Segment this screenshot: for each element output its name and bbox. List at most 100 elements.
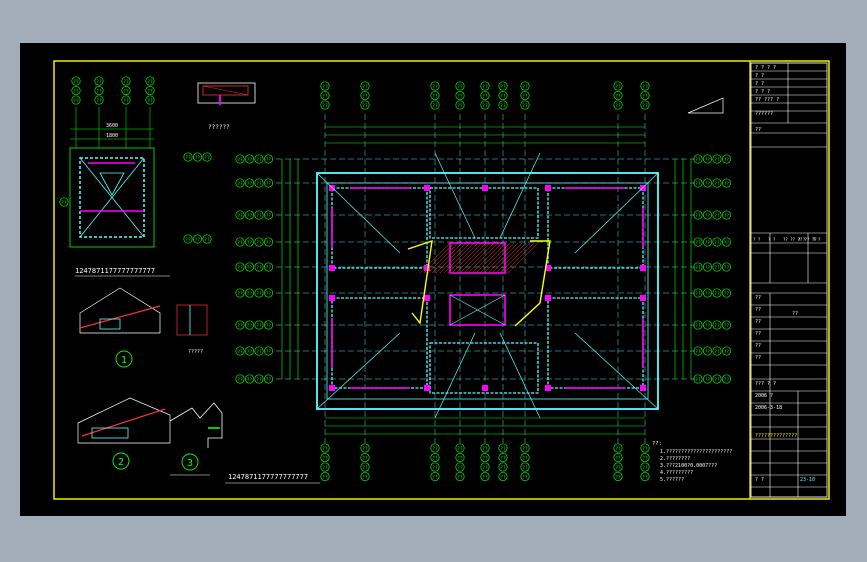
axis-bubble (71, 76, 81, 86)
axis-bubble-label: ?? (185, 155, 191, 161)
axis-bubble-label: ?? (237, 377, 243, 383)
column (329, 265, 335, 271)
axis-bubble-label: ?? (73, 98, 79, 104)
axis-bubble (480, 100, 490, 110)
beam-bay (331, 297, 428, 389)
axis-bubble (320, 462, 330, 472)
axis-bubble (94, 95, 104, 105)
axis-bubble (721, 346, 732, 356)
axis-bubble-label: ?? (432, 84, 438, 90)
axis-bubble (430, 443, 440, 453)
axis-bubble-label: ?? (237, 349, 243, 355)
axis-bubble-label: ?? (642, 474, 648, 480)
axis-bubble-label: ?? (322, 446, 328, 452)
axis-bubble-label: ?? (237, 181, 243, 187)
axis-bubble-label: ?? (642, 84, 648, 90)
axis-bubble (480, 452, 490, 463)
column (482, 185, 488, 191)
axis-bubble-label: ?? (695, 213, 701, 219)
axis-bubble (430, 471, 440, 482)
axis-bubble-label: ?? (615, 446, 621, 452)
axis-bubble (320, 90, 330, 101)
axis-bubble-label: ?? (457, 446, 463, 452)
axis-bubble (263, 154, 274, 164)
title-block-text: ? ? ? (755, 89, 770, 95)
hatch-line (443, 242, 475, 274)
axis-bubble-label: ?? (247, 323, 253, 329)
axis-bubble (254, 154, 264, 164)
axis-bubble (71, 85, 81, 96)
axis-bubble (430, 462, 440, 472)
svg-text:?????: ????? (188, 349, 203, 355)
hatch-line (459, 242, 491, 274)
axis-bubble (455, 81, 465, 91)
general-notes: ??: 1.?????????????????????? 2.???????? … (652, 441, 732, 483)
axis-bubble (235, 154, 245, 164)
title-block-text: ?? (755, 127, 761, 133)
column (640, 295, 646, 301)
axis-bubble (183, 234, 193, 244)
axis-bubble (520, 90, 530, 101)
title-block-text: ??? ? ? (755, 381, 776, 387)
axis-bubble (254, 288, 264, 298)
hatch-line (491, 242, 523, 274)
axis-bubble (480, 462, 490, 472)
axis-bubble-label: ?? (266, 240, 272, 246)
axis-bubble-label: ?? (432, 455, 438, 461)
axis-bubble (263, 288, 274, 298)
axis-bubble-label: ?? (73, 79, 79, 85)
svg-text:3600: 3600 (106, 123, 118, 129)
plan-title: 1247871177777777777 (228, 473, 308, 481)
axis-bubble (244, 320, 255, 330)
revision-header: ? ? (768, 237, 776, 242)
column (545, 265, 551, 271)
axis-bubble (430, 452, 440, 463)
axis-bubble (244, 346, 255, 356)
hatch-line (435, 242, 467, 274)
axis-bubble-label: ?? (247, 213, 253, 219)
axis-bubble (360, 462, 370, 472)
title-block-text: 23-10 (800, 477, 815, 483)
detail-callout-1 (115, 350, 133, 368)
axis-bubble-label: ?? (482, 465, 488, 471)
axis-bubble (263, 374, 274, 384)
axis-bubble (613, 471, 623, 482)
axis-bubble-label: ?? (724, 377, 730, 383)
axis-bubble (712, 178, 722, 188)
axis-bubble (721, 288, 732, 298)
axis-bubble-label: ?? (256, 291, 262, 297)
axis-bubble-label: ?? (615, 474, 621, 480)
axis-bubble (640, 81, 650, 91)
axis-bubble (520, 443, 530, 453)
axis-bubble-label: ?? (322, 93, 328, 99)
axis-bubble-label: ?? (724, 265, 730, 271)
axis-bubble (430, 90, 440, 101)
hatch-line (475, 242, 507, 274)
axis-bubble-label: ?? (362, 446, 368, 452)
beam-bay (429, 187, 539, 239)
axis-bubble (712, 210, 722, 220)
axis-bubble (613, 90, 623, 101)
axis-bubble (702, 320, 713, 330)
axis-bubble-label: ?? (714, 240, 720, 246)
axis-bubble-label: ?? (322, 103, 328, 109)
title-block-text: ?? (755, 319, 761, 325)
axis-bubble-label: ?? (482, 474, 488, 480)
axis-bubble-label: ?? (615, 103, 621, 109)
axis-bubble-label: ?? (457, 465, 463, 471)
axis-bubble (640, 471, 650, 482)
axis-bubble (235, 320, 245, 330)
axis-bubble-label: ?? (500, 446, 506, 452)
axis-bubble (244, 178, 255, 188)
axis-bubble-label: ?? (247, 291, 253, 297)
axis-bubble (244, 154, 255, 164)
column (640, 185, 646, 191)
axis-bubble (721, 237, 732, 247)
axis-bubble-label: ?? (185, 237, 191, 243)
axis-bubble (455, 100, 465, 110)
axis-bubble-label: ?? (724, 181, 730, 187)
axis-bubble-label: ?? (482, 103, 488, 109)
title-block-text: ?? (755, 355, 761, 361)
axis-bubble-label: ?? (256, 181, 262, 187)
note-line-2: 2.???????? (660, 456, 690, 462)
